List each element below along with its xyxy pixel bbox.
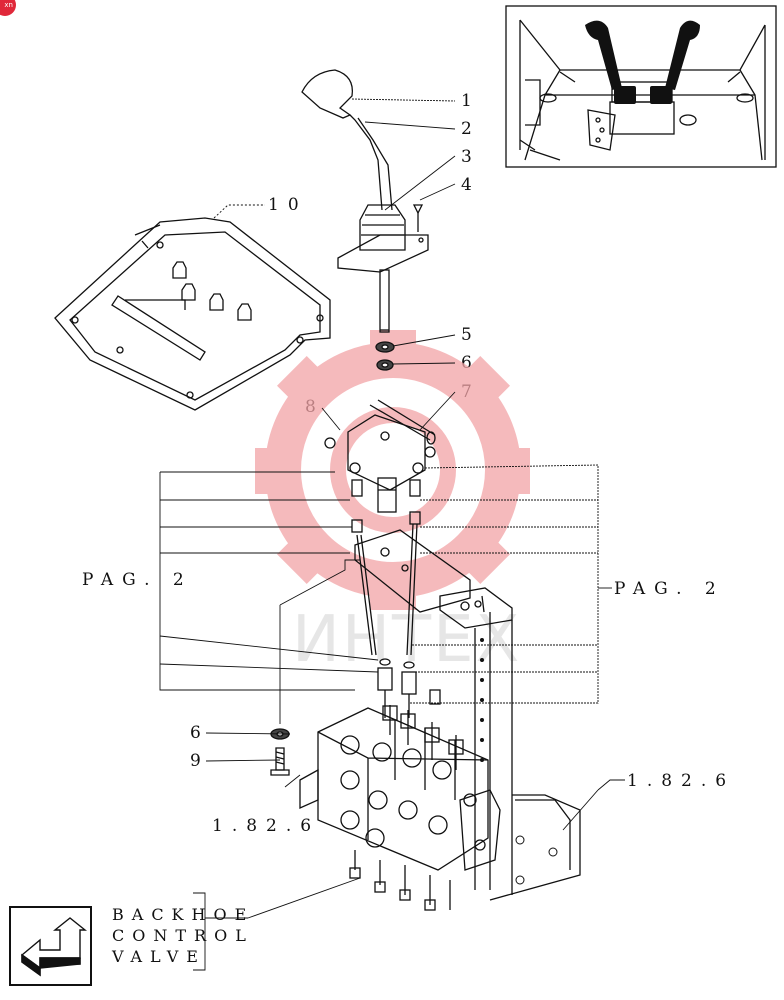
mounting-plate — [54, 217, 331, 411]
bracket — [324, 399, 436, 656]
part-number-1: 1 — [461, 91, 472, 111]
leader-lines — [159, 98, 625, 971]
plate-studs — [172, 261, 252, 321]
part-number-5: 5 — [461, 325, 472, 345]
backhoe-label-line3: VALVE — [112, 947, 206, 966]
backhoe-label-line1: BACKHOE — [112, 905, 255, 924]
washers — [375, 341, 395, 371]
part-number-2: 2 — [461, 119, 472, 139]
part-number-6: 6 — [461, 353, 472, 373]
inset-joysticks — [585, 20, 700, 104]
return-arrow-icon — [20, 917, 87, 977]
control-valve — [299, 705, 501, 911]
part-number-3: 3 — [461, 147, 472, 167]
link-ends — [377, 658, 441, 718]
lever-assembly — [301, 69, 429, 333]
lower-washer-bolt — [270, 728, 290, 776]
part-number-9: 9 — [190, 751, 201, 771]
watermark-gear — [255, 330, 530, 610]
frame-holes — [480, 638, 558, 885]
cab-inset — [505, 5, 777, 168]
pag-ref-right[interactable]: PAG. 2 — [614, 579, 725, 599]
backhoe-label-line2: CONTROL — [112, 926, 254, 945]
pag-ref-left[interactable]: PAG. 2 — [82, 570, 193, 590]
corner-badge: xn — [0, 0, 16, 16]
part-number-6-lower: 6 — [190, 723, 201, 743]
part-number-4: 4 — [461, 175, 472, 195]
section-ref-left[interactable]: 1.82.6 — [212, 816, 321, 836]
section-ref-right[interactable]: 1.82.6 — [627, 771, 736, 791]
